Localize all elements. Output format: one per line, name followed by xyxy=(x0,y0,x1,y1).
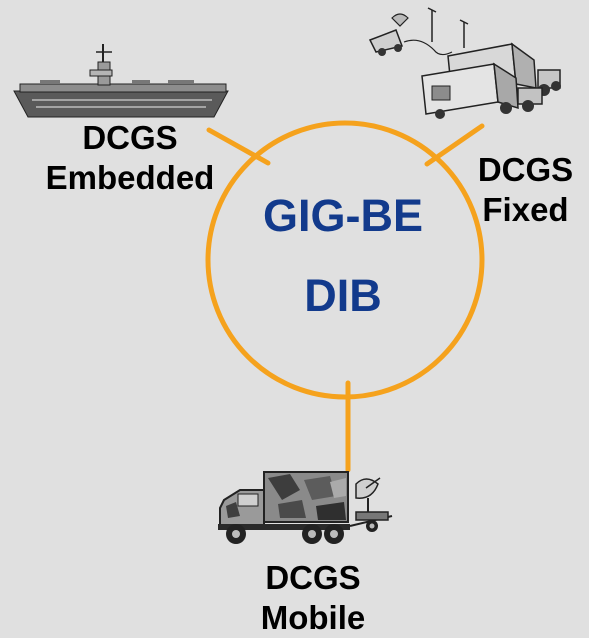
label-dcgs-fixed: DCGS Fixed xyxy=(462,150,589,229)
fixed-site-trailers-icon xyxy=(368,7,561,119)
label-dcgs-embedded-line-2: Embedded xyxy=(45,158,215,196)
label-dcgs-mobile: DCGS Mobile xyxy=(218,558,408,637)
label-dcgs-fixed-line-1: DCGS xyxy=(477,151,574,188)
label-dcgs-embedded: DCGS Embedded xyxy=(20,118,240,197)
label-dcgs-embedded-line-1: DCGS xyxy=(82,119,178,156)
label-dcgs-mobile-line-2: Mobile xyxy=(260,598,366,636)
hub-label-dib: DIB xyxy=(304,270,382,321)
label-dcgs-mobile-line-1: DCGS xyxy=(265,559,361,596)
hub-circle xyxy=(205,120,485,400)
label-dcgs-fixed-line-2: Fixed xyxy=(482,190,569,228)
camouflage-truck-icon xyxy=(218,471,393,544)
hub-label-gig-be: GIG-BE xyxy=(262,190,423,241)
aircraft-carrier-icon xyxy=(13,44,229,118)
connector-embedded xyxy=(206,127,271,166)
